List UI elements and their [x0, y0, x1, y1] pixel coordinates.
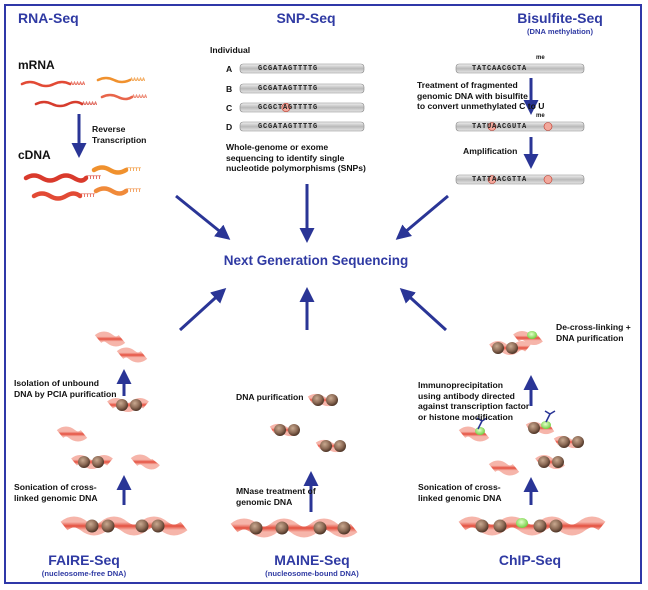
faire-genomic-dna: [60, 516, 188, 536]
poly-a-tail: AAAAA: [132, 94, 148, 100]
chip-step1-line-1: Sonication of cross-: [418, 482, 501, 492]
snp-description: Whole-genome or exome sequencing to iden…: [226, 142, 366, 174]
maine-step1-line-2: genomic DNA: [236, 496, 293, 507]
faire-step-2: Isolation of unbound DNA by PCIA purific…: [14, 378, 117, 399]
chip-step-2: Immunoprecipitation using antibody direc…: [418, 380, 529, 422]
chip-step-1: Sonication of cross- linked genomic DNA: [418, 482, 502, 503]
snp-seq-title: SNP-Seq: [276, 10, 336, 26]
bisulfite-seq-title: Bisulfite-Seq: [517, 10, 603, 26]
methyl-mark: me: [536, 113, 545, 119]
faire-step1-line-1: Sonication of cross-: [14, 482, 97, 492]
maine-subtitle: (nucleosome-bound DNA): [265, 569, 359, 578]
cdna-strands: [23, 165, 129, 201]
poly-a-tail: AAAAA: [70, 81, 86, 87]
chip-step1-line-2: linked genomic DNA: [418, 492, 502, 503]
snp-desc-line-3: nucleotide polymorphisms (SNPs): [226, 163, 366, 173]
faire-step2-line-2: DNA by PCIA purification: [14, 388, 117, 399]
chip-genomic-dna: [458, 516, 606, 536]
chip-step3-line-1: De-cross-linking +: [556, 322, 631, 332]
rna-seq-title: RNA-Seq: [18, 10, 79, 26]
cdna-label: cDNA: [18, 148, 51, 162]
bisulfite-sequence-1: TATCAACGCTA: [472, 65, 528, 73]
snp-desc-line-2: sequencing to identify single: [226, 152, 345, 163]
mrna-label: mRNA: [18, 58, 55, 72]
snp-row-label-b: B: [226, 84, 233, 94]
rt-line-1: Reverse: [92, 124, 126, 134]
bisulfite-sequence-2: TATUAACGUTA: [472, 123, 528, 131]
snp-sequence-a: GCGATAGTTTTG: [258, 65, 319, 73]
poly-a-tail: AAAAA: [130, 77, 146, 83]
bisulfite-step1-line-2: genomic DNA with bisulfite: [417, 90, 528, 101]
snp-sequence-bars: [239, 63, 365, 132]
maine-step-2: DNA purification: [236, 392, 304, 402]
chip-step-3: De-cross-linking + DNA purification: [556, 322, 631, 343]
snp-row-label-d: D: [226, 122, 233, 132]
snp-sequence-c: GCGCTAGTTTTG: [258, 104, 319, 112]
maine-nucleosome-fragments: [269, 394, 346, 452]
snp-desc-line-1: Whole-genome or exome: [226, 142, 329, 152]
poly-t-tail: TTTTT: [80, 193, 96, 199]
bisulfite-step1-line-3: to convert unmethylated C to U: [417, 101, 545, 111]
bisulfite-sequence-bars: [455, 63, 585, 185]
bisulfite-step-1: Treatment of fragmented genomic DNA with…: [417, 80, 544, 112]
chip-step3-line-2: DNA purification: [556, 332, 624, 343]
maine-genomic-dna: [230, 518, 358, 538]
chip-step2-line-1: Immunoprecipitation: [418, 380, 503, 390]
snp-sequence-b: GCGATAGTTTTG: [258, 85, 319, 93]
bisulfite-subtitle: (DNA methylation): [527, 27, 593, 36]
faire-step2-line-1: Isolation of unbound: [14, 378, 99, 388]
rt-line-2: Transcription: [92, 134, 147, 145]
converging-arrows: [175, 194, 449, 332]
poly-t-tail: TTTTT: [126, 167, 142, 173]
maine-step-1: MNase treatment of genomic DNA: [236, 486, 316, 507]
maine-step1-line-1: MNase treatment of: [236, 486, 316, 496]
faire-step1-line-2: linked genomic DNA: [14, 492, 98, 503]
mrna-strands: [20, 76, 134, 108]
individual-label: Individual: [210, 45, 251, 55]
faire-seq-title: FAIRE-Seq: [48, 552, 120, 568]
maine-seq-title: MAINE-Seq: [274, 552, 350, 568]
chip-step2-line-4: or histone modification: [418, 411, 514, 422]
faire-step-1: Sonication of cross- linked genomic DNA: [14, 482, 98, 503]
poly-t-tail: TTTTT: [86, 175, 102, 181]
bisulfite-step1-line-1: Treatment of fragmented: [417, 80, 518, 90]
bisulfite-sequence-3: TATTAACGTTA: [472, 176, 528, 184]
snp-row-label-c: C: [226, 103, 233, 113]
chip-seq-title: ChIP-Seq: [498, 552, 562, 568]
reverse-transcription-label: Reverse Transcription: [92, 124, 146, 145]
chip-step2-line-2: using antibody directed: [418, 390, 515, 401]
figure-border: [4, 4, 642, 584]
chip-step2-line-3: against transcription factor: [418, 401, 530, 411]
faire-subtitle: (nucleosome-free DNA): [41, 569, 127, 578]
snp-sequence-d: GCGATAGTTTTG: [258, 123, 319, 131]
methyl-mark: me: [536, 55, 545, 61]
bisulfite-step-2: Amplification: [463, 146, 518, 156]
chip-fragments: [458, 331, 584, 476]
snp-row-label-a: A: [226, 64, 233, 74]
faire-fragments: [56, 331, 160, 470]
poly-a-tail: AAAAA: [82, 101, 98, 107]
ngs-label: Next Generation Sequencing: [223, 253, 409, 268]
poly-t-tail: TTTTT: [126, 188, 142, 194]
